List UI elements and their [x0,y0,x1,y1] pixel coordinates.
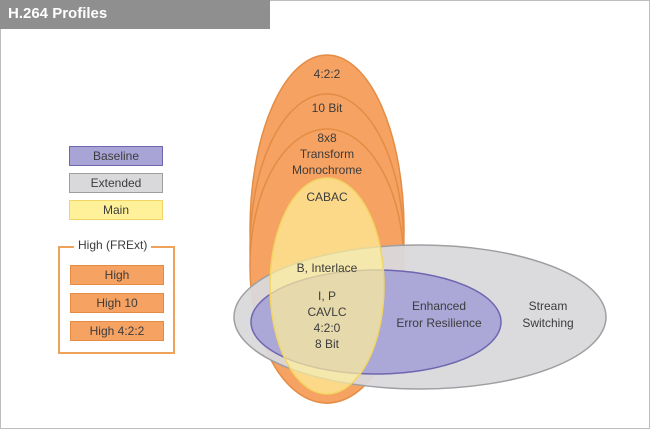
label-enhanced: Enhanced [412,299,466,313]
label-420: 4:2:0 [314,321,341,335]
label-transform: Transform [300,147,354,161]
label-stream: Stream [529,299,568,313]
label-8x8: 8x8 [317,131,337,145]
label-ip: I, P [318,289,336,303]
label-cabac: CABAC [306,190,348,204]
legend-high-group: High (FRExt) High High 10 High 4:2:2 [58,238,175,354]
label-switching: Switching [522,316,573,330]
diagram-title: H.264 Profiles [8,5,108,22]
legend-extended: Extended [69,173,163,193]
legend-high-group-label: High (FRExt) [74,238,152,252]
legend-high: High [70,265,164,285]
legend-high-422: High 4:2:2 [70,321,164,341]
ellipse-main [269,177,385,395]
label-10bit: 10 Bit [312,101,343,115]
legend-main: Main [69,200,163,220]
label-cavlc: CAVLC [307,305,346,319]
label-error-resilience: Error Resilience [396,316,482,330]
legend-baseline: Baseline [69,146,163,166]
label-b-interlace: B, Interlace [297,261,358,275]
label-monochrome: Monochrome [292,163,362,177]
legend-high-10: High 10 [70,293,164,313]
title-bar: H.264 Profiles [0,0,270,29]
label-422: 4:2:2 [314,67,341,81]
label-8bit: 8 Bit [315,337,340,351]
